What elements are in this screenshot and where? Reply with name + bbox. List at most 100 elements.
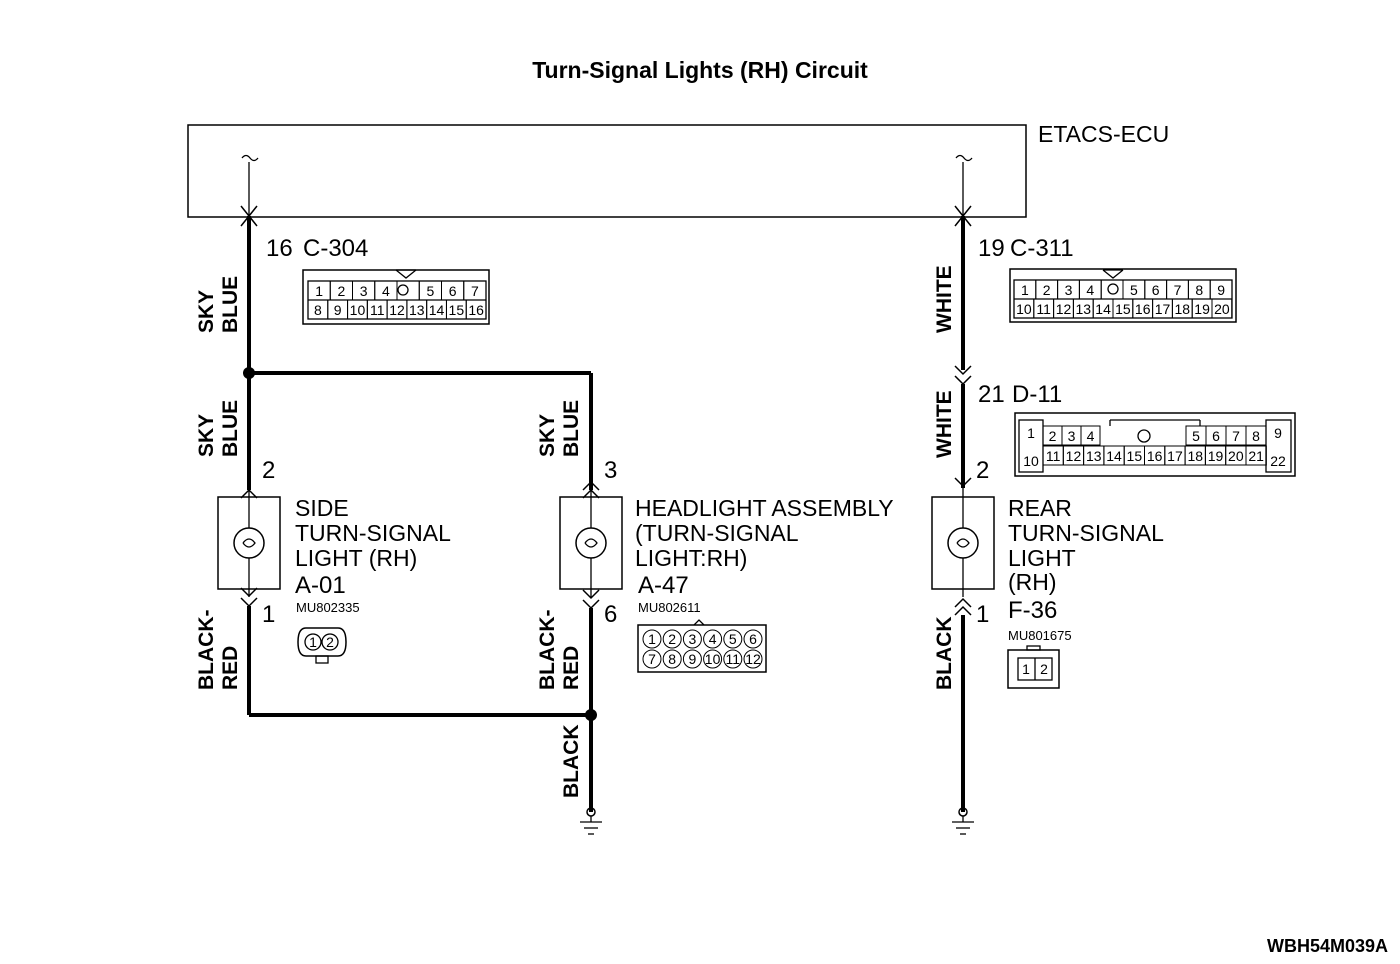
wire-label-sky-blue-1: SKY BLUE xyxy=(195,276,242,333)
d11-id: D-11 xyxy=(1012,381,1062,408)
connector-pin-label: 1 xyxy=(315,283,323,299)
connector-pin-label: 16 xyxy=(1147,448,1163,464)
connector-pin-label: 3 xyxy=(689,631,697,647)
connector-pin-label: 17 xyxy=(1167,448,1183,464)
head-pin-bottom: 6 xyxy=(604,601,617,628)
connector-pin-label: 14 xyxy=(429,302,445,318)
connector-pin-label: 11 xyxy=(370,302,385,318)
connector-pin-label: 6 xyxy=(1152,282,1160,298)
connector-cell xyxy=(682,649,702,669)
rear-label-4: (RH) xyxy=(1008,569,1057,595)
connector-cell xyxy=(703,629,723,649)
side-pin-top: 2 xyxy=(262,457,275,484)
svg-text:RED: RED xyxy=(219,646,242,690)
connector-pin-label: 13 xyxy=(1086,448,1102,464)
ecu-break-left xyxy=(241,154,259,162)
svg-text:RED: RED xyxy=(560,646,583,690)
connector-pin-label: 21 xyxy=(1248,448,1264,464)
rear-pin-top: 2 xyxy=(976,457,989,484)
side-bulb-icon xyxy=(233,527,265,559)
connector-cell xyxy=(1080,425,1101,446)
svg-text:SKY: SKY xyxy=(536,414,559,457)
connector-cell xyxy=(703,649,723,669)
connector-pin-label: 3 xyxy=(1068,428,1076,444)
f36-id: F-36 xyxy=(1008,597,1057,624)
rear-label-1: REAR xyxy=(1008,495,1072,521)
connector-cell xyxy=(743,649,763,669)
svg-text:BLACK-: BLACK- xyxy=(536,610,559,690)
connector-pin-label: 10 xyxy=(705,651,721,667)
connector-pin-label: 11 xyxy=(726,651,741,667)
ecu-box xyxy=(187,124,1027,218)
figure-code: WBH54M039A xyxy=(1267,936,1388,956)
connector-pin-label: 1 xyxy=(1021,282,1029,298)
connector-pin-label: 19 xyxy=(1208,448,1224,464)
connector-cell xyxy=(642,629,662,649)
rear-top-mark xyxy=(954,477,972,488)
wire-label-black-red-1: BLACK- RED xyxy=(195,610,242,690)
svg-text:1: 1 xyxy=(309,634,317,650)
connector-pin-label: 12 xyxy=(389,302,405,318)
connector-pin-label: 16 xyxy=(1135,301,1151,317)
connector-pin-label: 4 xyxy=(709,631,717,647)
side-pin-bottom: 1 xyxy=(262,601,275,628)
svg-text:BLUE: BLUE xyxy=(219,400,242,457)
connector-pin-label: 15 xyxy=(1127,448,1143,464)
rear-label-3: LIGHT xyxy=(1008,545,1076,571)
connector-pin-label: 10 xyxy=(1016,301,1032,317)
head-label-2: (TURN-SIGNAL xyxy=(635,520,799,546)
svg-text:WHITE: WHITE xyxy=(933,265,956,333)
c311-pin-number: 19 xyxy=(978,235,1005,262)
connector-pin-label: 7 xyxy=(1174,282,1182,298)
rear-label-2: TURN-SIGNAL xyxy=(1008,520,1164,546)
connector-pin-label: 8 xyxy=(1252,428,1260,444)
connector-cell xyxy=(723,649,743,669)
connector-pin-label: 19 xyxy=(1194,301,1210,317)
wire-label-black-red-2: BLACK- RED xyxy=(536,610,583,690)
connector-pin-label: 7 xyxy=(471,283,479,299)
connector-pin-label: 8 xyxy=(668,651,676,667)
connector-pin-label: 18 xyxy=(1187,448,1203,464)
diagram-title: Turn-Signal Lights (RH) Circuit xyxy=(532,57,868,83)
rear-pin-bottom: 1 xyxy=(976,601,989,628)
connector-cell xyxy=(1100,279,1124,300)
connector-pin-label: 3 xyxy=(360,283,368,299)
connector-pin-label: 22 xyxy=(1270,453,1286,469)
connector-pin-label: 7 xyxy=(648,651,656,667)
side-label-2: TURN-SIGNAL xyxy=(295,520,451,546)
connector-pin-label: 5 xyxy=(729,631,737,647)
connector-pin-label: 15 xyxy=(449,302,465,318)
a01-id: A-01 xyxy=(295,572,346,599)
connector-cell xyxy=(1245,445,1267,466)
connector-a01-face: 1 2 xyxy=(297,627,347,664)
wire-label-sky-blue-3: SKY BLUE xyxy=(536,400,583,457)
connector-cell xyxy=(465,299,487,320)
connector-pin-label: 18 xyxy=(1175,301,1191,317)
ground-icon-right xyxy=(952,816,974,835)
connector-pin-label: 14 xyxy=(1095,301,1111,317)
connector-cell xyxy=(642,649,662,669)
svg-text:SKY: SKY xyxy=(195,414,218,457)
connector-cell xyxy=(662,649,682,669)
connector-pin-label: 5 xyxy=(1130,282,1138,298)
side-label-1: SIDE xyxy=(295,495,349,521)
f36-code: MU801675 xyxy=(1008,628,1072,643)
svg-text:BLACK: BLACK xyxy=(560,725,583,799)
connector-cell xyxy=(662,629,682,649)
connector-cell xyxy=(723,629,743,649)
connector-pin-label: 2 xyxy=(337,283,345,299)
connector-pin-label: 11 xyxy=(1046,448,1061,464)
connector-pin-label: 13 xyxy=(1076,301,1092,317)
connector-pin-label: 7 xyxy=(1232,428,1240,444)
connector-cell xyxy=(1245,425,1267,446)
connector-pin-label: 2 xyxy=(1043,282,1051,298)
connector-pin-label: 13 xyxy=(409,302,425,318)
c311-id: C-311 xyxy=(1010,235,1074,262)
c304-id: C-304 xyxy=(303,235,368,262)
connector-pin-label: 12 xyxy=(1056,301,1072,317)
connector-pin-label: 5 xyxy=(426,283,434,299)
wire-label-black-1: BLACK xyxy=(560,725,583,799)
